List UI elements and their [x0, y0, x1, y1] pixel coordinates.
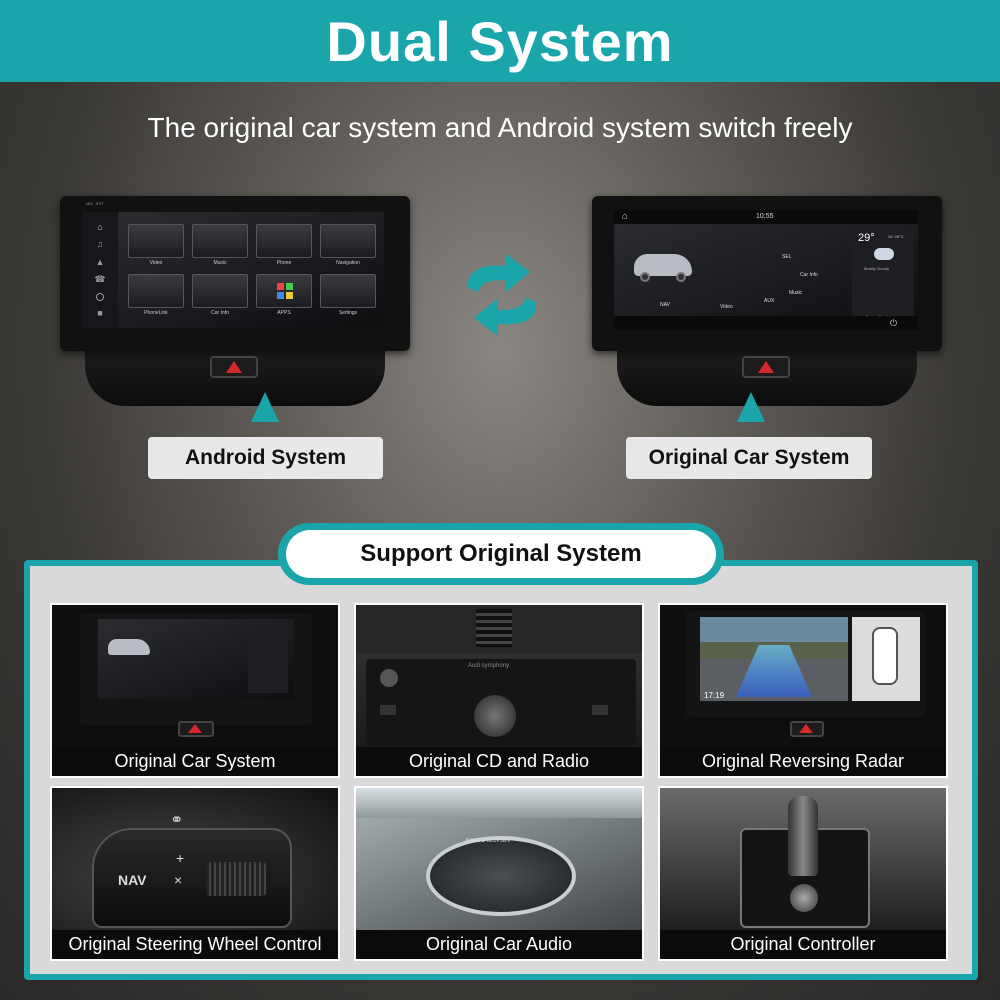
page-title: Dual System	[326, 9, 674, 73]
original-head-unit: ⌂ 10:55 NAV Video AUX Music SEL Car Info…	[592, 196, 942, 406]
tile-original-controller: Original Controller	[658, 786, 948, 961]
tile-original-car-system: Original Car System	[50, 603, 340, 778]
home-icon: ⌂	[622, 211, 629, 222]
original-system-label: Original Car System	[626, 437, 872, 479]
nav-icon: ▲	[95, 256, 105, 267]
support-panel-title: Support Original System	[278, 523, 724, 585]
plus-icon: +	[176, 850, 185, 866]
tile-original-car-audio: BANG & OLUFSEN Original Car Audio	[354, 786, 644, 961]
subtitle: The original car system and Android syst…	[147, 112, 853, 143]
arrow-up-icon	[251, 392, 279, 422]
app-phonelink[interactable]	[128, 274, 184, 308]
app-music[interactable]	[192, 224, 248, 258]
android-screen: ⌂ ♫ ▲ ☎ ■ Video Music Phone Navigation P…	[82, 212, 384, 328]
android-sidebar: ⌂ ♫ ▲ ☎ ■	[82, 212, 118, 328]
android-system-label: Android System	[148, 437, 383, 479]
music-icon: ♫	[96, 239, 104, 250]
switch-arrows-icon	[467, 254, 537, 336]
hazard-button[interactable]	[210, 356, 258, 378]
app-apps[interactable]	[256, 274, 312, 308]
settings-icon	[96, 292, 104, 301]
cloud-icon	[874, 248, 894, 260]
tile-original-steering-wheel: ⚭ NAV + × Original Steering Wheel Contro…	[50, 786, 340, 961]
app-car-info[interactable]	[192, 274, 248, 308]
weather-panel: 29° 26~28°C Mostly Cloudy Baoan District	[852, 228, 914, 324]
original-screen: ⌂ 10:55 NAV Video AUX Music SEL Car Info…	[614, 210, 918, 330]
android-head-unit: MIC RST ⌂ ♫ ▲ ☎ ■ Video Music Phone Navi…	[60, 196, 410, 406]
car-image	[634, 254, 692, 276]
app-settings[interactable]	[320, 274, 376, 308]
arrow-up-icon	[737, 392, 765, 422]
app-navigation[interactable]	[320, 224, 376, 258]
tile-original-cd-radio: Audi symphony Original CD and Radio	[354, 603, 644, 778]
app-video[interactable]	[128, 224, 184, 258]
tile-original-reversing-radar: 17:19 Original Reversing Radar	[658, 603, 948, 778]
app-phone[interactable]	[256, 224, 312, 258]
car-icon: ■	[97, 308, 103, 319]
hazard-button[interactable]	[742, 356, 790, 378]
power-icon[interactable]: ⏻	[890, 318, 898, 328]
phone-icon: ☎	[94, 274, 106, 285]
home-icon: ⌂	[97, 221, 103, 232]
mute-icon: ×	[174, 872, 183, 888]
title-banner: Dual System	[0, 0, 1000, 82]
voice-icon: ⚭	[170, 812, 184, 829]
